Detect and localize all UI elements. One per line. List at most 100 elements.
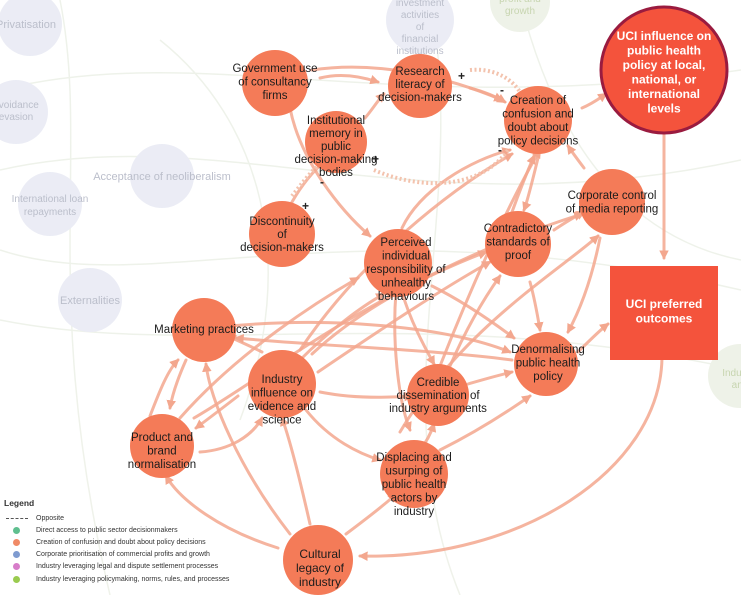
edge-government-perceived	[288, 106, 372, 238]
edge-cultural-industry	[280, 416, 312, 526]
edge-industry-perceived	[298, 292, 386, 362]
node-marketing[interactable]: Marketing practices	[154, 298, 254, 362]
bg-node-externalities	[58, 268, 122, 332]
bg-node-neoliberalism	[130, 144, 194, 208]
bg-node-profit	[490, 0, 550, 32]
node-industry-influence-circle	[248, 350, 316, 418]
legend-row-profits: Corporate prioritisation of commercial p…	[4, 549, 304, 561]
legend-label: Industry leveraging policymaking, norms,…	[36, 575, 230, 583]
pink-dot-icon	[13, 563, 20, 571]
node-marketing-label: Marketing practices	[154, 324, 254, 336]
wrapped-label-text: Marketing practices	[154, 324, 254, 336]
node-marketing-circle	[172, 298, 236, 362]
legend-row-policymaking: Industry leveraging policymaking, norms,…	[4, 573, 304, 585]
edge-product-contradictory	[192, 250, 488, 420]
edge-cultural-displacing	[344, 492, 398, 536]
node-creation-confusion-circle	[504, 86, 572, 154]
bg-node-industry-right	[708, 344, 741, 408]
node-uci-outcomes-box	[610, 266, 718, 360]
edge-layer	[148, 65, 669, 561]
node-cultural-legacy-circle	[283, 525, 353, 595]
green-dot-icon	[13, 526, 20, 534]
bg-node-investment	[386, 0, 454, 54]
edge-cultural-marketing	[202, 362, 292, 536]
edge-denormalising-marketing	[234, 333, 514, 362]
edge-perceived-creation	[400, 147, 512, 230]
node-product-normalisation-circle	[130, 414, 194, 478]
edge-industry-product	[194, 394, 240, 430]
orange-dot-icon	[13, 538, 20, 546]
legend-opposite-label: Opposite	[36, 514, 65, 522]
edge-industry-credible	[318, 390, 414, 402]
node-credible-dissemination-circle	[407, 364, 469, 426]
edge-denormalising-outcomes	[576, 322, 610, 354]
edge-contradictory-denormalising	[528, 280, 544, 332]
node-perceived-responsibility-circle	[364, 229, 432, 297]
legend: Legend Opposite Direct access to public …	[4, 498, 304, 585]
node-displacing-circle	[380, 440, 448, 508]
edge-credible-denormalising	[466, 369, 514, 386]
edge-product-perceived	[178, 276, 360, 420]
legend-label: Industry leveraging legal and dispute se…	[36, 563, 219, 571]
legend-title: Legend	[4, 498, 35, 508]
legend-label: Direct access to public sector decisionm…	[36, 526, 178, 534]
bg-label-externalities: Externalities	[60, 295, 120, 307]
sign-institutional-research: +	[372, 152, 379, 166]
edge-perceived-credible	[400, 290, 436, 366]
bg-label-industry-right: Industryand	[722, 368, 741, 391]
bg-node-avoidance	[0, 80, 48, 144]
legend-row-confusion: Creation of confusion and doubt about po…	[4, 536, 304, 548]
bg-node-loan	[18, 172, 82, 236]
bg-label-neoliberalism: Acceptance of neoliberalism	[93, 171, 231, 183]
sign-discontinuity-institutional-a: +	[302, 199, 309, 213]
node-denormalising-circle	[514, 332, 578, 396]
sign-research-creation: -	[500, 83, 504, 97]
node-uci-influence-circle	[599, 5, 729, 135]
legend-row-legal: Industry leveraging legal and dispute se…	[4, 561, 304, 573]
lime-dot-icon	[13, 575, 20, 583]
